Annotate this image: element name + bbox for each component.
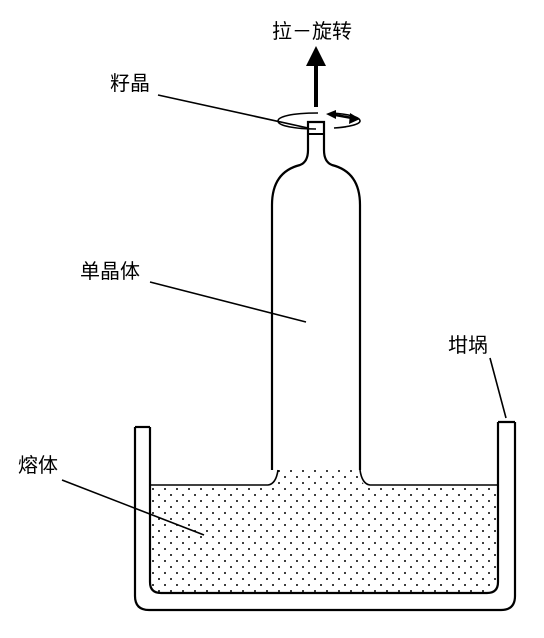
melt-surface [150, 469, 498, 486]
rotation-arrow-tail [326, 110, 336, 119]
rotation-arrow-head [349, 113, 360, 124]
leader-crucible [489, 357, 507, 419]
label-melt: 熔体 [18, 453, 58, 477]
label-single-crystal: 单晶体 [80, 259, 140, 283]
melt-fill [150, 470, 498, 592]
label-seed-crystal: 籽晶 [110, 71, 150, 95]
pull-arrow-head [306, 46, 326, 66]
rotation-ellipse-back [331, 112, 361, 129]
leader-melt [61, 479, 205, 536]
single-crystal-body [270, 120, 362, 470]
crucible-outer-wall [133, 422, 517, 612]
seed-crystal-shape [307, 121, 325, 135]
label-pull-rotate: 拉－旋转 [272, 19, 352, 43]
crucible-inner-wall [148, 422, 500, 595]
label-crucible: 坩埚 [448, 333, 488, 357]
leader-single-crystal [149, 281, 307, 323]
leader-seed [157, 94, 309, 129]
